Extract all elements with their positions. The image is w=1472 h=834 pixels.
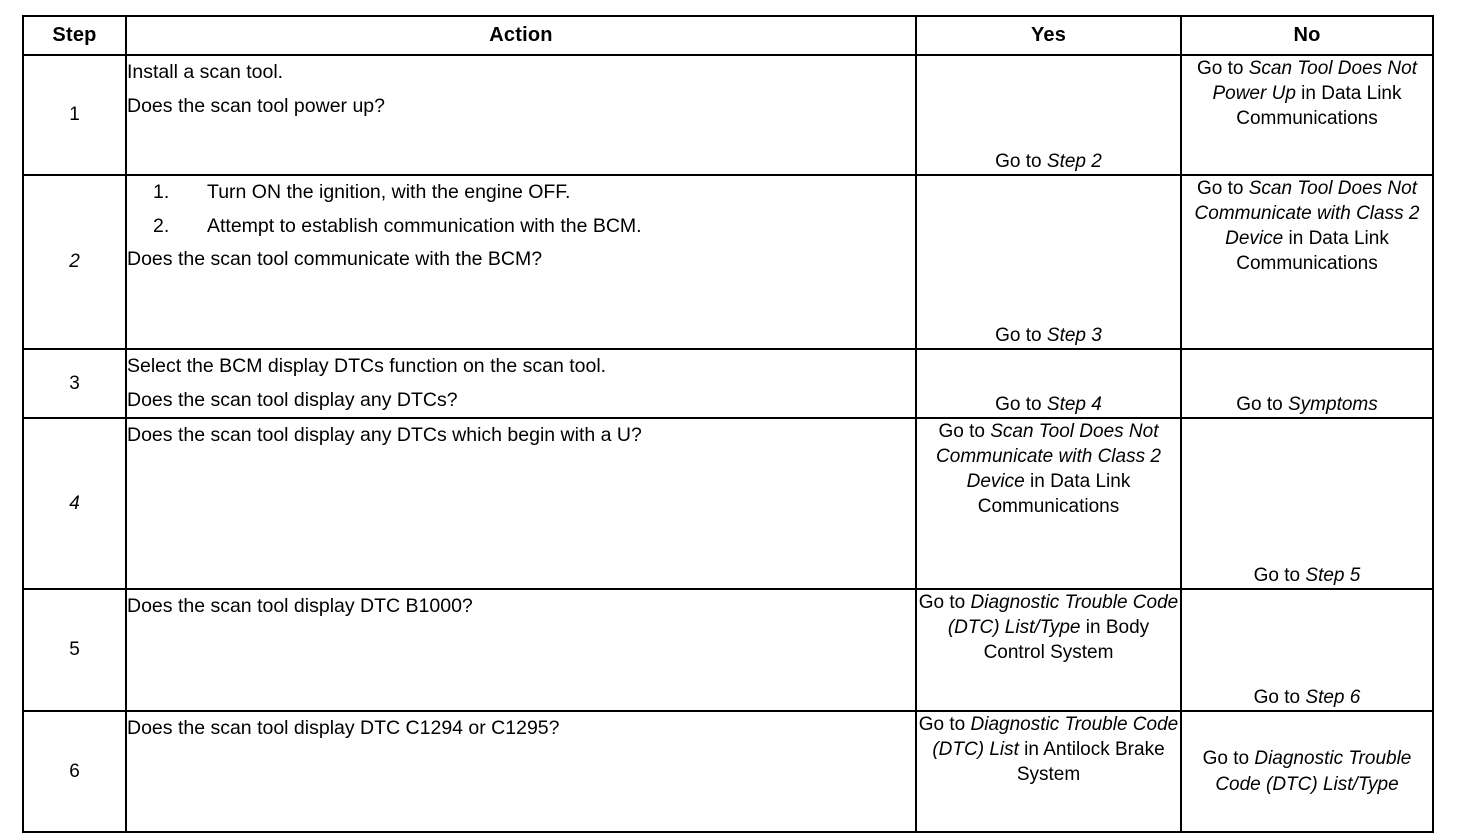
action-cell: Does the scan tool display DTC C1294 or …: [125, 710, 917, 834]
column-header-no: No: [1180, 15, 1434, 56]
action-step-number: 1.: [153, 181, 170, 203]
answer-reference: Step 4: [1046, 393, 1102, 415]
answer-prefix: Go to: [1253, 686, 1306, 708]
answer-prefix: Go to: [918, 714, 971, 736]
action-cell: Does the scan tool display DTC B1000?: [125, 588, 917, 713]
step-number-cell: 5: [22, 588, 127, 713]
table-header: Step Action Yes No: [22, 15, 1434, 56]
table-row: 3 Select the BCM display DTCs function on…: [22, 347, 1434, 420]
answer-prefix: Go to: [1196, 58, 1249, 79]
answer-suffix: in Data Link Communications: [1236, 228, 1389, 275]
answer-reference: Diagnostic Trouble Code (DTC) List: [932, 714, 1179, 761]
action-text-line: Select the BCM display DTCs function on …: [127, 355, 607, 377]
answer-prefix: Go to: [1253, 564, 1306, 586]
step-number: 1: [69, 104, 80, 125]
step-number: 5: [69, 639, 80, 661]
answer-suffix: in Antilock Brake System: [1016, 739, 1165, 786]
answer-reference: Step 2: [1046, 150, 1102, 172]
answer-reference: Step 6: [1305, 686, 1361, 708]
step-number: 2: [69, 251, 80, 272]
answer-prefix: Go to: [1202, 748, 1255, 770]
yes-answer-cell: Go to Diagnostic Trouble Code (DTC) List…: [915, 710, 1182, 834]
answer-prefix: Go to: [918, 592, 971, 614]
table-body: 1 Install a scan tool. Does the scan tool …: [22, 54, 1434, 834]
step-number-cell: 3: [22, 347, 127, 420]
action-text-line: Does the scan tool display any DTCs?: [127, 388, 458, 411]
answer-prefix: Go to: [995, 324, 1047, 346]
action-text-line: Does the scan tool communicate with the …: [127, 248, 543, 271]
answer-suffix: in Data Link Communications: [1236, 83, 1402, 130]
answer-reference: Step 5: [1305, 564, 1361, 586]
action-text-line: Install a scan tool.: [127, 61, 284, 83]
answer-reference: Scan Tool Does Not Power Up: [1212, 58, 1418, 105]
action-step-text: Turn ON the ignition, with the engine OF…: [207, 181, 571, 203]
table-row: 1 Install a scan tool. Does the scan tool …: [22, 54, 1434, 176]
yes-answer-cell: Go to Step 3: [915, 174, 1182, 350]
action-step-list: 1. Turn ON the ignition, with the engine …: [127, 176, 915, 243]
action-cell: Install a scan tool. Does the scan tool p…: [125, 54, 917, 176]
no-answer-cell: Go to Symptoms: [1180, 347, 1434, 420]
step-number-cell: 6: [22, 710, 127, 834]
yes-answer-cell: Go to Step 4: [915, 347, 1182, 420]
table-row: 2 1. Turn ON the ignition, with the engine…: [22, 174, 1434, 350]
answer-prefix: Go to: [1236, 393, 1288, 415]
answer-reference: Diagnostic Trouble Code (DTC) List/Type: [1215, 748, 1412, 795]
no-answer-cell: Go to Diagnostic Trouble Code (DTC) List…: [1180, 710, 1434, 834]
answer-reference: Diagnostic Trouble Code (DTC) List/Type: [947, 592, 1179, 639]
answer-reference: Scan Tool Does Not Communicate with Clas…: [1194, 178, 1420, 250]
header-row: Step Action Yes No: [22, 15, 1434, 56]
action-text-line: Does the scan tool display any DTCs whic…: [127, 424, 642, 447]
answer-suffix: in Data Link Communications: [977, 471, 1131, 518]
answer-prefix: Go to: [995, 393, 1047, 415]
answer-reference: Symptoms: [1288, 393, 1378, 415]
yes-answer-cell: Go to Step 2: [915, 54, 1182, 176]
step-number-cell: 2: [22, 174, 127, 350]
step-number: 6: [69, 760, 80, 782]
no-answer-cell: Go to Step 6: [1180, 588, 1434, 713]
column-header-yes: Yes: [915, 15, 1182, 56]
action-text-line: Does the scan tool power up?: [127, 94, 385, 117]
answer-prefix: Go to: [1196, 178, 1249, 199]
diagnostic-procedure-table: Step Action Yes No 1 Install a scan tool.…: [22, 15, 1434, 834]
action-step-text: Attempt to establish communication with …: [207, 214, 642, 237]
action-step-item: 2. Attempt to establish communication wit…: [127, 210, 915, 244]
no-answer-cell: Go to Step 5: [1180, 417, 1434, 591]
answer-reference: Scan Tool Does Not Communicate with Clas…: [936, 421, 1161, 493]
yes-answer-cell: Go to Diagnostic Trouble Code (DTC) List…: [915, 588, 1182, 713]
step-number: 3: [69, 372, 80, 394]
table-row: 4 Does the scan tool display any DTCs whi…: [22, 417, 1434, 591]
no-answer-cell: Go to Scan Tool Does Not Communicate wit…: [1180, 174, 1434, 350]
answer-prefix: Go to: [995, 150, 1047, 172]
action-cell: Select the BCM display DTCs function on …: [125, 347, 917, 420]
action-step-item: 1. Turn ON the ignition, with the engine …: [127, 176, 915, 210]
action-cell: 1. Turn ON the ignition, with the engine …: [125, 174, 917, 350]
column-header-action: Action: [125, 15, 917, 56]
column-header-step: Step: [22, 15, 127, 56]
yes-answer-cell: Go to Scan Tool Does Not Communicate wit…: [915, 417, 1182, 591]
table-row: 6 Does the scan tool display DTC C1294 or…: [22, 710, 1434, 834]
action-step-number: 2.: [153, 214, 170, 237]
answer-suffix: in Body Control System: [983, 617, 1150, 664]
action-cell: Does the scan tool display any DTCs whic…: [125, 417, 917, 591]
no-answer-cell: Go to Scan Tool Does Not Power Up in Dat…: [1180, 54, 1434, 176]
action-text-line: Does the scan tool display DTC B1000?: [127, 595, 473, 618]
step-number: 4: [69, 492, 80, 514]
step-number-cell: 1: [22, 54, 127, 176]
action-text-line: Does the scan tool display DTC C1294 or …: [127, 717, 560, 740]
answer-prefix: Go to: [938, 421, 991, 443]
answer-reference: Step 3: [1046, 324, 1102, 346]
table-row: 5 Does the scan tool display DTC B1000? Go…: [22, 588, 1434, 713]
step-number-cell: 4: [22, 417, 127, 591]
